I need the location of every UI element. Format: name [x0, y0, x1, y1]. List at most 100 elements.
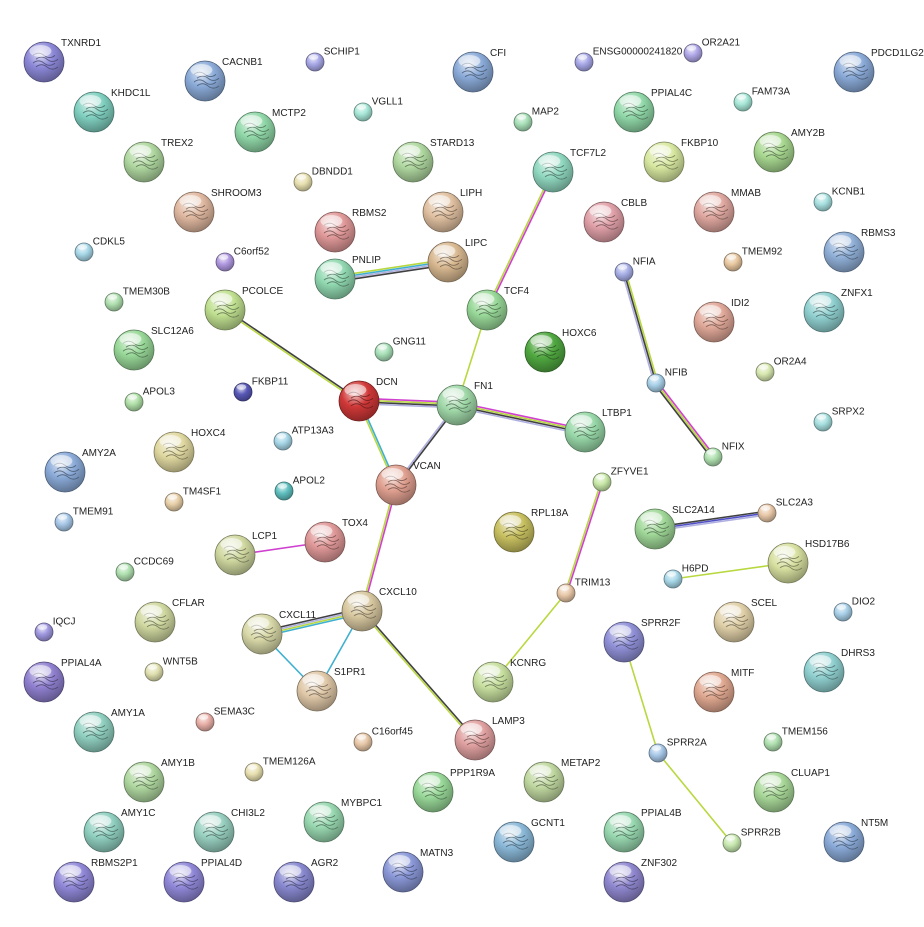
- node-cxcl10[interactable]: CXCL10: [341, 587, 417, 632]
- node-rbms2[interactable]: RBMS2: [314, 208, 387, 253]
- node-nfia[interactable]: NFIA: [614, 256, 656, 282]
- node-apol2[interactable]: APOL2: [274, 475, 325, 501]
- node-shroom3[interactable]: SHROOM3: [173, 188, 262, 233]
- node-cblb[interactable]: CBLB: [583, 198, 647, 243]
- node-hoxc6[interactable]: HOXC6: [524, 328, 597, 373]
- node-map2[interactable]: MAP2: [513, 106, 559, 132]
- node-amy1a[interactable]: AMY1A: [73, 708, 145, 753]
- node-sprr2b[interactable]: SPRR2B: [722, 827, 781, 853]
- node-lcp1[interactable]: LCP1: [214, 531, 277, 576]
- node-amy1c[interactable]: AMY1C: [83, 808, 155, 853]
- node-metap2[interactable]: METAP2: [523, 758, 601, 803]
- edge-tcf7l2-tcf4[interactable]: [485, 170, 555, 312]
- node-trim13[interactable]: TRIM13: [556, 577, 611, 603]
- node-fam73a[interactable]: FAM73A: [733, 86, 790, 112]
- edge-nfia-nfib[interactable]: [621, 270, 659, 385]
- node-znfx1[interactable]: ZNFX1: [803, 288, 873, 333]
- node-dbndd1[interactable]: DBNDD1: [293, 166, 353, 192]
- node-kcnrg[interactable]: KCNRG: [472, 658, 546, 703]
- node-slc2a3[interactable]: SLC2A3: [757, 497, 813, 523]
- node-mctp2[interactable]: MCTP2: [234, 108, 306, 153]
- node-amy1b[interactable]: AMY1B: [123, 758, 195, 803]
- node-znf302[interactable]: ZNF302: [603, 858, 678, 903]
- node-cdkl5[interactable]: CDKL5: [74, 236, 125, 262]
- node-tcf7l2[interactable]: TCF7L2: [532, 148, 607, 193]
- node-cluap1[interactable]: CLUAP1: [753, 768, 830, 813]
- node-schip1[interactable]: SCHIP1: [305, 46, 360, 72]
- node-tm4sf1[interactable]: TM4SF1: [164, 486, 222, 512]
- node-zfyve1[interactable]: ZFYVE1: [592, 466, 649, 492]
- node-lipc[interactable]: LIPC: [427, 238, 487, 283]
- node-nt5m[interactable]: NT5M: [823, 818, 888, 863]
- node-ltbp1[interactable]: LTBP1: [564, 408, 632, 453]
- node-tmem91[interactable]: TMEM91: [54, 506, 114, 532]
- node-ppp1r9a[interactable]: PPP1R9A: [412, 768, 495, 813]
- node-vgll1[interactable]: VGLL1: [353, 96, 403, 122]
- node-idi2[interactable]: IDI2: [693, 298, 750, 343]
- node-or2a21[interactable]: OR2A21: [683, 37, 741, 63]
- node-chi3l2[interactable]: CHI3L2: [193, 808, 265, 853]
- node-tmem126a[interactable]: TMEM126A: [244, 756, 316, 782]
- node-dcn[interactable]: DCN: [338, 377, 398, 422]
- edge-fn1-ltbp1[interactable]: [455, 401, 587, 436]
- node-slc12a6[interactable]: SLC12A6: [113, 326, 194, 371]
- node-cflar[interactable]: CFLAR: [134, 598, 205, 643]
- node-kcnb1[interactable]: KCNB1: [813, 186, 866, 212]
- node-tcf4[interactable]: TCF4: [466, 286, 529, 331]
- node-dhrs3[interactable]: DHRS3: [803, 648, 875, 693]
- node-matn3[interactable]: MATN3: [382, 848, 454, 893]
- node-txnrd1[interactable]: TXNRD1: [23, 38, 101, 83]
- node-ppial4b[interactable]: PPIAL4B: [603, 808, 682, 853]
- node-liph[interactable]: LIPH: [422, 188, 482, 233]
- node-sema3c[interactable]: SEMA3C: [195, 706, 255, 732]
- node-c16orf45[interactable]: C16orf45: [353, 726, 413, 752]
- node-atp13a3[interactable]: ATP13A3: [273, 425, 334, 451]
- node-nfix[interactable]: NFIX: [703, 441, 745, 467]
- node-dio2[interactable]: DIO2: [833, 596, 876, 622]
- node-trex2[interactable]: TREX2: [123, 138, 194, 183]
- node-tmem156[interactable]: TMEM156: [763, 726, 828, 752]
- node-khdc1l[interactable]: KHDC1L: [73, 88, 151, 133]
- node-rbms2p1[interactable]: RBMS2P1: [53, 858, 138, 903]
- node-or2a4[interactable]: OR2A4: [755, 356, 807, 382]
- node-fn1[interactable]: FN1: [436, 381, 493, 426]
- node-wnt5b[interactable]: WNT5B: [144, 656, 198, 682]
- edge-pcolce-dcn[interactable]: [223, 308, 361, 403]
- node-pcolce[interactable]: PCOLCE: [204, 286, 283, 331]
- node-pdcd1lg2[interactable]: PDCD1LG2: [833, 48, 924, 93]
- edge-nfib-nfix[interactable]: [653, 381, 716, 459]
- node-fkbp10[interactable]: FKBP10: [643, 138, 719, 183]
- node-s1pr1[interactable]: S1PR1: [296, 667, 366, 712]
- node-vcan[interactable]: VCAN: [375, 461, 441, 506]
- node-ppial4a[interactable]: PPIAL4A: [23, 658, 102, 703]
- node-rbms3[interactable]: RBMS3: [823, 228, 896, 273]
- node-mybpc1[interactable]: MYBPC1: [303, 798, 383, 843]
- node-amy2a[interactable]: AMY2A: [44, 448, 116, 493]
- node-ccdc69[interactable]: CCDC69: [115, 556, 174, 582]
- node-apol3[interactable]: APOL3: [124, 386, 175, 412]
- edge-vcan-cxcl10[interactable]: [360, 483, 398, 613]
- edge-sprr2a-sprr2b[interactable]: [657, 752, 733, 844]
- node-h6pd[interactable]: H6PD: [663, 563, 708, 589]
- node-gng11[interactable]: GNG11: [374, 336, 426, 362]
- node-cfi[interactable]: CFI: [452, 48, 506, 93]
- node-ppial4c[interactable]: PPIAL4C: [613, 88, 692, 133]
- node-sprr2f[interactable]: SPRR2F: [603, 618, 680, 663]
- node-fkbp11[interactable]: FKBP11: [233, 376, 289, 402]
- node-nfib[interactable]: NFIB: [646, 367, 688, 393]
- node-lamp3[interactable]: LAMP3: [454, 716, 525, 761]
- edge-cxcl10-lamp3[interactable]: [360, 609, 477, 742]
- node-tmem92[interactable]: TMEM92: [723, 246, 783, 272]
- node-cxcl11[interactable]: CXCL11: [241, 610, 316, 655]
- node-stard13[interactable]: STARD13: [392, 138, 475, 183]
- node-slc2a14[interactable]: SLC2A14: [634, 505, 715, 550]
- node-gcnt1[interactable]: GCNT1: [493, 818, 565, 863]
- node-hoxc4[interactable]: HOXC4: [153, 428, 226, 473]
- edge-zfyve1-trim13[interactable]: [564, 480, 604, 595]
- node-srpx2[interactable]: SRPX2: [813, 406, 865, 432]
- node-agr2[interactable]: AGR2: [273, 858, 339, 903]
- node-pnlip[interactable]: PNLIP: [314, 255, 381, 300]
- node-iqcj[interactable]: IQCJ: [34, 616, 76, 642]
- node-ensg00000241820[interactable]: ENSG00000241820: [574, 46, 683, 72]
- node-ppial4d[interactable]: PPIAL4D: [163, 858, 242, 903]
